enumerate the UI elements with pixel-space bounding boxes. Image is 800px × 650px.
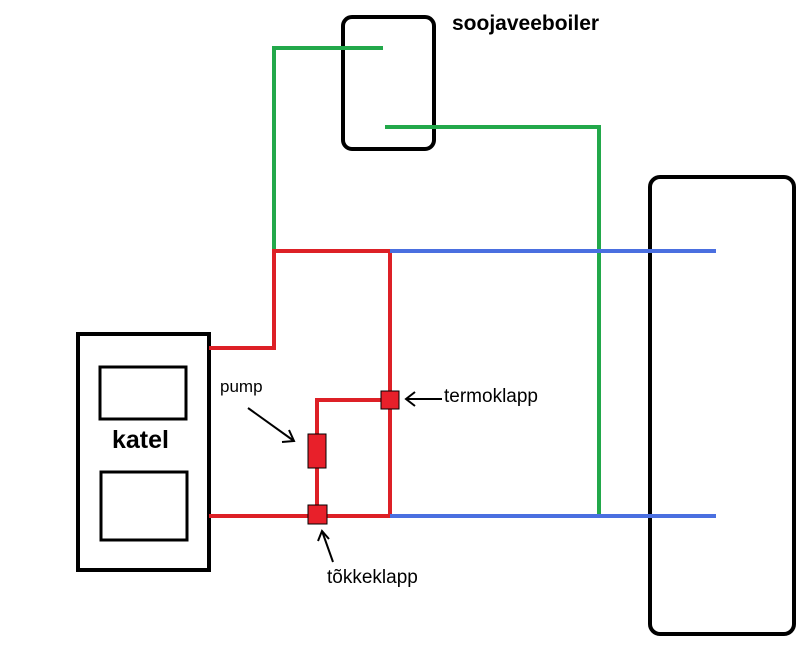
katel-outline [76,332,211,572]
red-pipe-bypass [315,398,390,516]
termoklapp-valve [380,390,400,410]
pump-unit [307,433,327,469]
supply-pipes [209,249,392,518]
green-pipe-left [272,46,383,251]
return-pipes [390,249,716,518]
pump-label: pump [220,377,263,396]
annotation-arrows [247,391,442,563]
pump-arrow [247,407,296,443]
tokkeklapp-arrow [317,529,334,563]
termoklapp-label: termoklapp [444,386,538,407]
boiler-tank-outline [341,15,436,151]
tokkeklapp-valve [307,504,328,525]
katel-label: katel [112,426,169,454]
green-pipe-right [385,125,601,516]
radiator-outline [648,175,796,636]
katel-upper-door [98,365,188,421]
termoklapp-arrow [404,391,442,407]
boiler-label: soojaveeboiler [452,12,600,35]
red-pipe-upper [209,249,392,518]
hot-water-pipes [272,46,601,516]
katel-lower-door [99,470,189,542]
tokkeklapp-label: tõkkeklapp [327,567,418,588]
